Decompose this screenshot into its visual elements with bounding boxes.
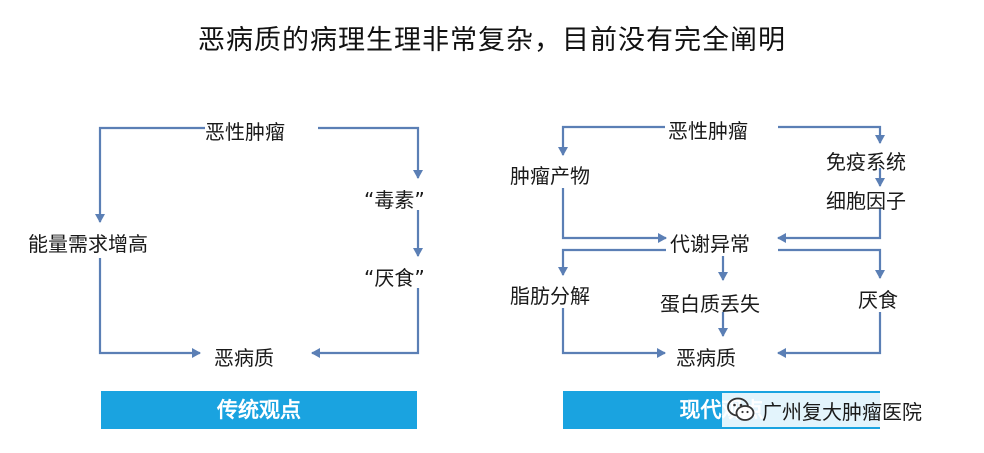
right-malignant-tumor: 恶性肿瘤 [668,119,748,143]
right-cachexia: 恶病质 [676,346,736,370]
arrow-tumor-to-toxin [318,126,423,179]
left-toxin: “毒素” [364,188,425,212]
right-lipolysis: 脂肪分解 [510,284,590,308]
right-tumor-products: 肿瘤产物 [510,164,590,188]
arrow-anorexia-to-cachexia [311,288,420,358]
arrow-cytokines-to-metabolic [777,208,882,243]
left-anorexia: “厌食” [364,266,425,290]
left-banner: 传统观点 [101,391,417,429]
watermark-text: 广州复大肿瘤医院 [762,399,922,424]
arrow-metabolic-to-anorexia [778,248,885,279]
right-immune-system: 免疫系统 [826,150,906,174]
right-cytokines: 细胞因子 [826,189,906,213]
arrow-lipolysis-to-cachexia [561,308,666,358]
left-malignant-tumor: 恶性肿瘤 [205,120,285,144]
diagram-title: 恶病质的病理生理非常复杂，目前没有完全阐明 [198,25,786,56]
wechat-icon [727,397,755,421]
right-protein-loss: 蛋白质丢失 [660,292,760,316]
arrow-tumor-to-products [558,125,665,156]
arrow-products-to-metabolic [561,188,667,243]
arrow-tumor-to-immune [778,125,885,144]
right-anorexia: 厌食 [858,288,898,312]
arrow-metabolic-to-lipolysis [558,248,666,276]
left-energy-demand: 能量需求增高 [28,232,148,256]
left-cachexia: 恶病质 [214,346,274,370]
right-metabolic-abnormality: 代谢异常 [670,232,750,256]
arrow-anorexia-to-cachexia-right [777,312,882,358]
watermark: 广州复大肿瘤医院 [722,393,926,427]
arrow-energy-to-cachexia [98,258,201,358]
arrow-tumor-to-energy [95,126,205,223]
